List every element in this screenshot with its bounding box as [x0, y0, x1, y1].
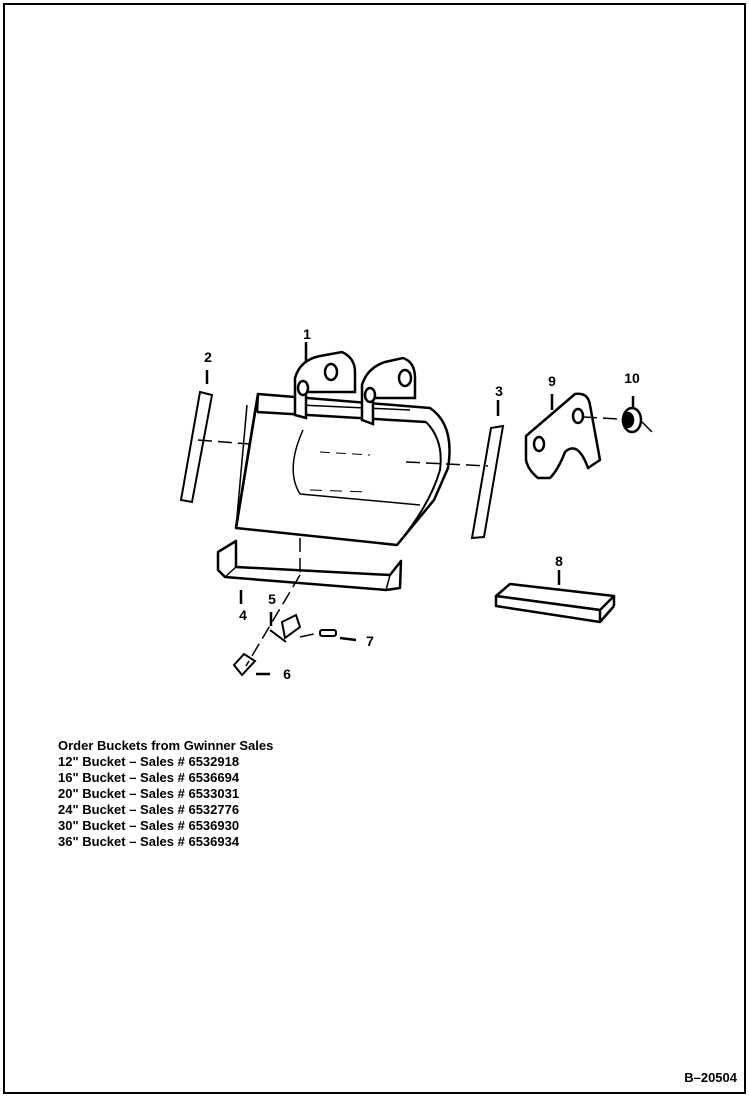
part-8-wear-bar: [494, 570, 616, 624]
part-5-tooth-adapter: [269, 612, 302, 643]
part-6-tooth: [232, 652, 270, 677]
callout-7: 7: [366, 633, 374, 649]
order-info-line: 16" Bucket – Sales # 6536694: [58, 770, 240, 785]
alignment-lines: [197, 416, 657, 667]
callout-6: 6: [283, 666, 291, 682]
part-3-side-cutter-right: [470, 400, 505, 540]
part-1-mounting-brackets: [293, 342, 417, 426]
callout-10: 10: [624, 370, 640, 386]
part-10-bushing: [621, 396, 643, 434]
page-frame: [3, 3, 746, 1094]
bucket-body: [234, 392, 451, 547]
callout-1: 1: [303, 326, 311, 342]
part-7-bolt: [319, 629, 357, 642]
callout-3: 3: [495, 383, 503, 399]
order-info-line: 12" Bucket – Sales # 6532918: [58, 754, 240, 769]
callout-8: 8: [555, 553, 563, 569]
order-info-line: 30" Bucket – Sales # 6536930: [58, 818, 240, 833]
callout-2: 2: [204, 349, 212, 365]
order-info-line: 24" Bucket – Sales # 6532776: [58, 802, 240, 817]
order-info-line: 36" Bucket – Sales # 6536934: [58, 834, 240, 849]
order-info-line: 20" Bucket – Sales # 6533031: [58, 786, 240, 801]
callout-9: 9: [548, 373, 556, 389]
bucket-order-info: Order Buckets from Gwinner Sales 12" Buc…: [58, 738, 273, 850]
part-4-cutting-edge: [216, 539, 403, 604]
part-2-side-cutter-left: [179, 370, 214, 504]
part-9-mount-plate: [524, 392, 602, 480]
callout-4: 4: [239, 607, 247, 623]
figure-id: B–20504: [684, 1070, 737, 1085]
callout-5: 5: [268, 591, 276, 607]
order-info-heading: Order Buckets from Gwinner Sales: [58, 738, 274, 753]
